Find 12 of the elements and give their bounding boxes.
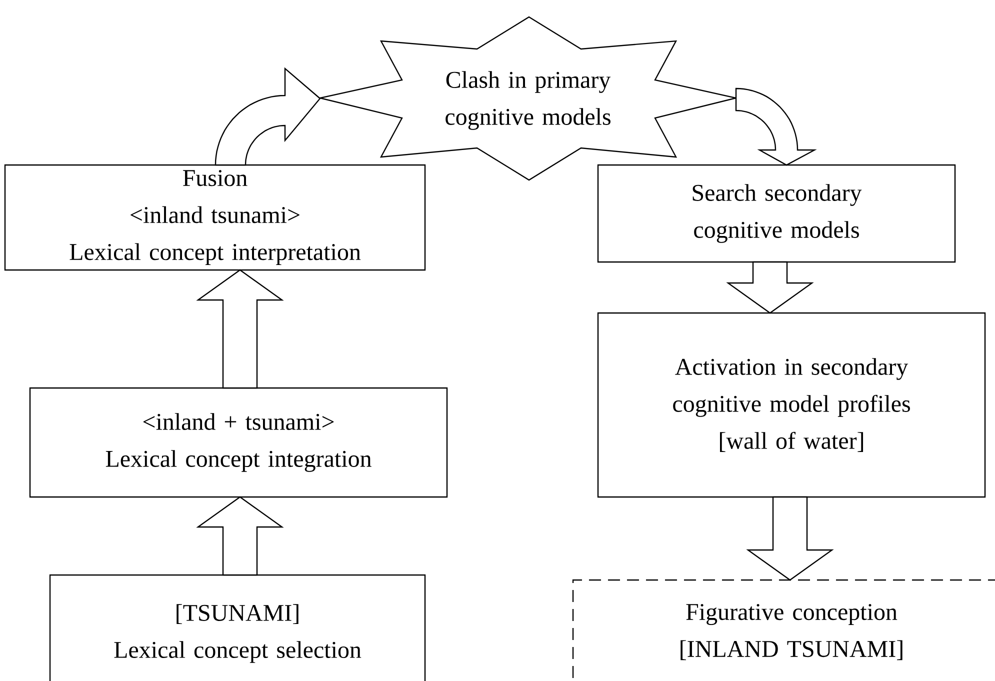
process-box: Fusion <inland tsunami> Lexical concept interpretation <box>4 164 426 271</box>
process-box: Activation in secondary cognitive model profiles [wall of water] <box>597 312 986 498</box>
block-arrow <box>726 261 814 314</box>
block-arrow <box>214 67 321 166</box>
block-arrow <box>196 269 284 389</box>
process-box: [TSUNAMI] Lexical concept selection <box>49 574 426 681</box>
process-box: Search secondary cognitive models <box>597 164 956 263</box>
process-box: Figurative conception [INLAND TSUNAMI] <box>572 579 995 681</box>
block-arrow <box>196 496 284 576</box>
block-arrow <box>746 496 834 581</box>
block-arrow <box>735 88 817 166</box>
process-box: <inland + tsunami> Lexical concept integration <box>29 387 448 498</box>
